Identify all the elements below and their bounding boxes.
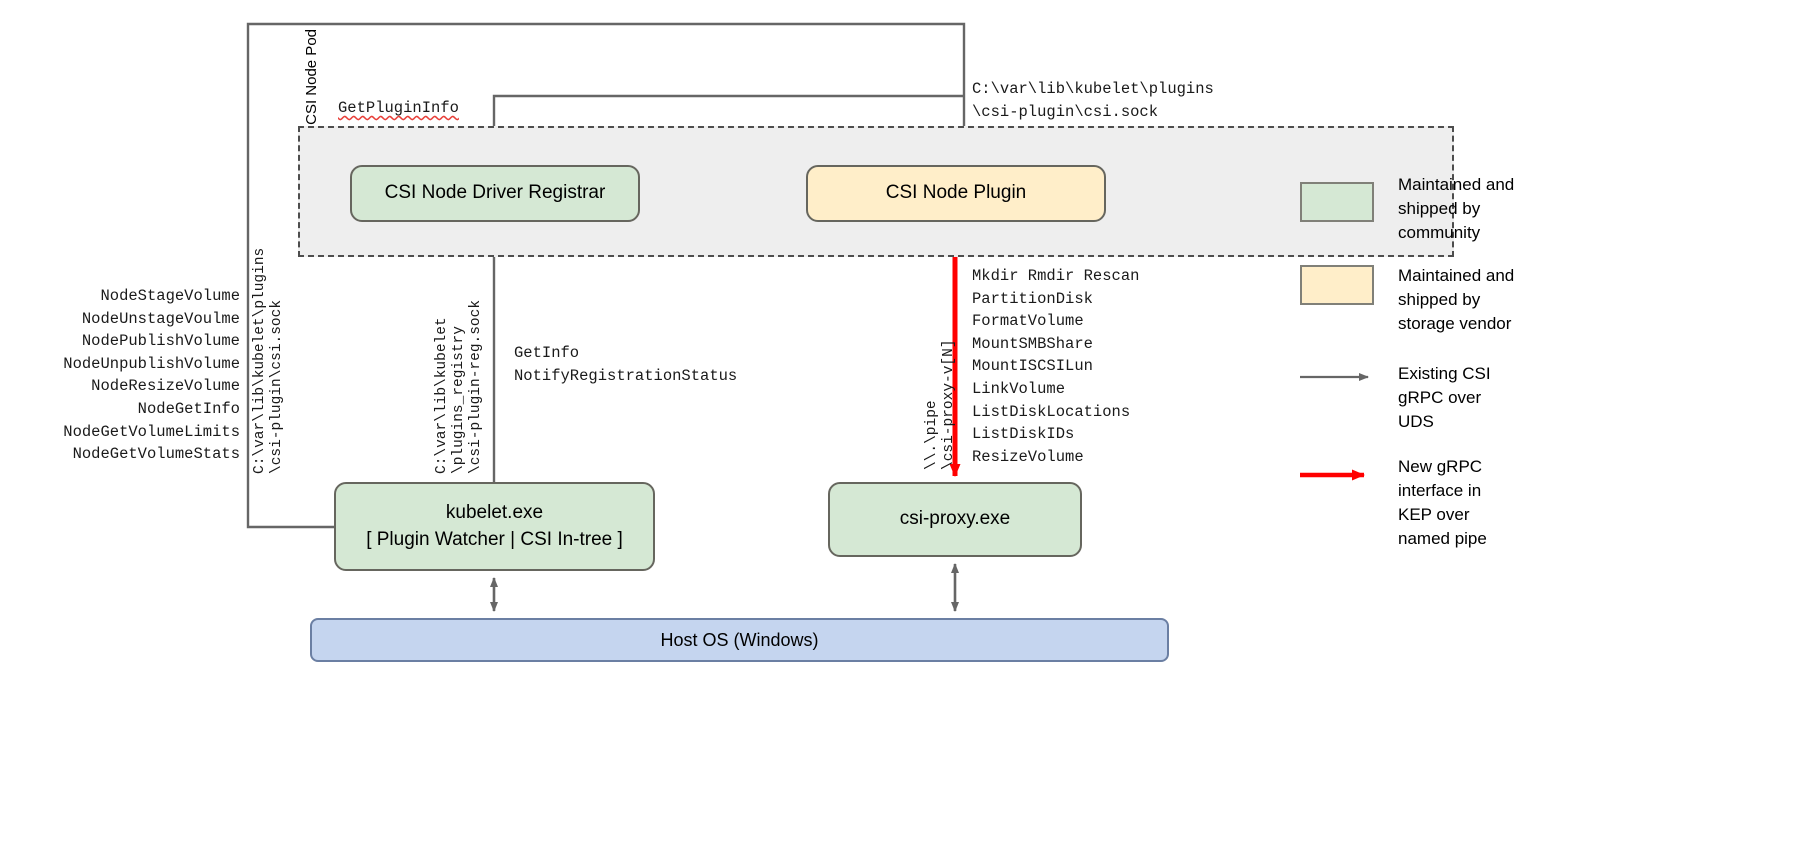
node-csi-node-driver-registrar-label: CSI Node Driver Registrar <box>384 182 606 204</box>
label-get-plugin-info: GetPluginInfo <box>338 99 459 117</box>
legend-label-community: Maintained and shipped by community <box>1398 175 1515 243</box>
csi-node-pod-label: CSI Node Pod <box>303 29 320 125</box>
edge-kubelet-to-plugin <box>246 22 968 529</box>
legend-label-storage-vendor: Maintained and shipped by storage vendor <box>1398 266 1515 334</box>
node-host-os[interactable]: Host OS (Windows) <box>310 618 1169 662</box>
legend-label-new-grpc: New gRPC interface in KEP over named pip… <box>1398 457 1487 549</box>
node-csi-node-plugin-label: CSI Node Plugin <box>885 182 1027 204</box>
legend-swatch-storage-vendor <box>1300 265 1374 305</box>
label-node-service-operations: NodeStageVolume NodeUnstageVoulme NodePu… <box>63 287 240 464</box>
node-csi-proxy-exe[interactable]: csi-proxy.exe <box>828 482 1082 557</box>
label-csi-proxy-operations: Mkdir Rmdir Rescan PartitionDisk FormatV… <box>972 267 1140 466</box>
node-kubelet-exe-label: kubelet.exe <box>445 502 544 524</box>
legend-label-existing-csi-grpc: Existing CSI gRPC over UDS <box>1398 364 1491 432</box>
legend-swatch-community <box>1300 182 1374 222</box>
node-kubelet-exe-subtitle: [ Plugin Watcher | CSI In-tree ] <box>366 528 623 550</box>
node-host-os-label: Host OS (Windows) <box>660 629 819 650</box>
label-kubelet-csi-sock-path: C:\var\lib\kubelet\plugins \csi-plugin\c… <box>252 247 285 474</box>
node-csi-node-driver-registrar[interactable]: CSI Node Driver Registrar <box>350 165 640 222</box>
node-kubelet-exe[interactable]: kubelet.exe [ Plugin Watcher | CSI In-tr… <box>334 482 655 571</box>
label-registration-calls: GetInfo NotifyRegistrationStatus <box>514 344 738 385</box>
node-csi-proxy-exe-label: csi-proxy.exe <box>899 508 1011 530</box>
label-named-pipe-path: \\.\pipe \csi-proxy-v[N] <box>924 339 957 470</box>
node-csi-node-plugin[interactable]: CSI Node Plugin <box>806 165 1106 222</box>
label-csi-sock-path: C:\var\lib\kubelet\plugins \csi-plugin\c… <box>972 80 1214 121</box>
label-plugins-registry-path: C:\var\lib\kubelet \plugins_registry \cs… <box>434 299 484 474</box>
